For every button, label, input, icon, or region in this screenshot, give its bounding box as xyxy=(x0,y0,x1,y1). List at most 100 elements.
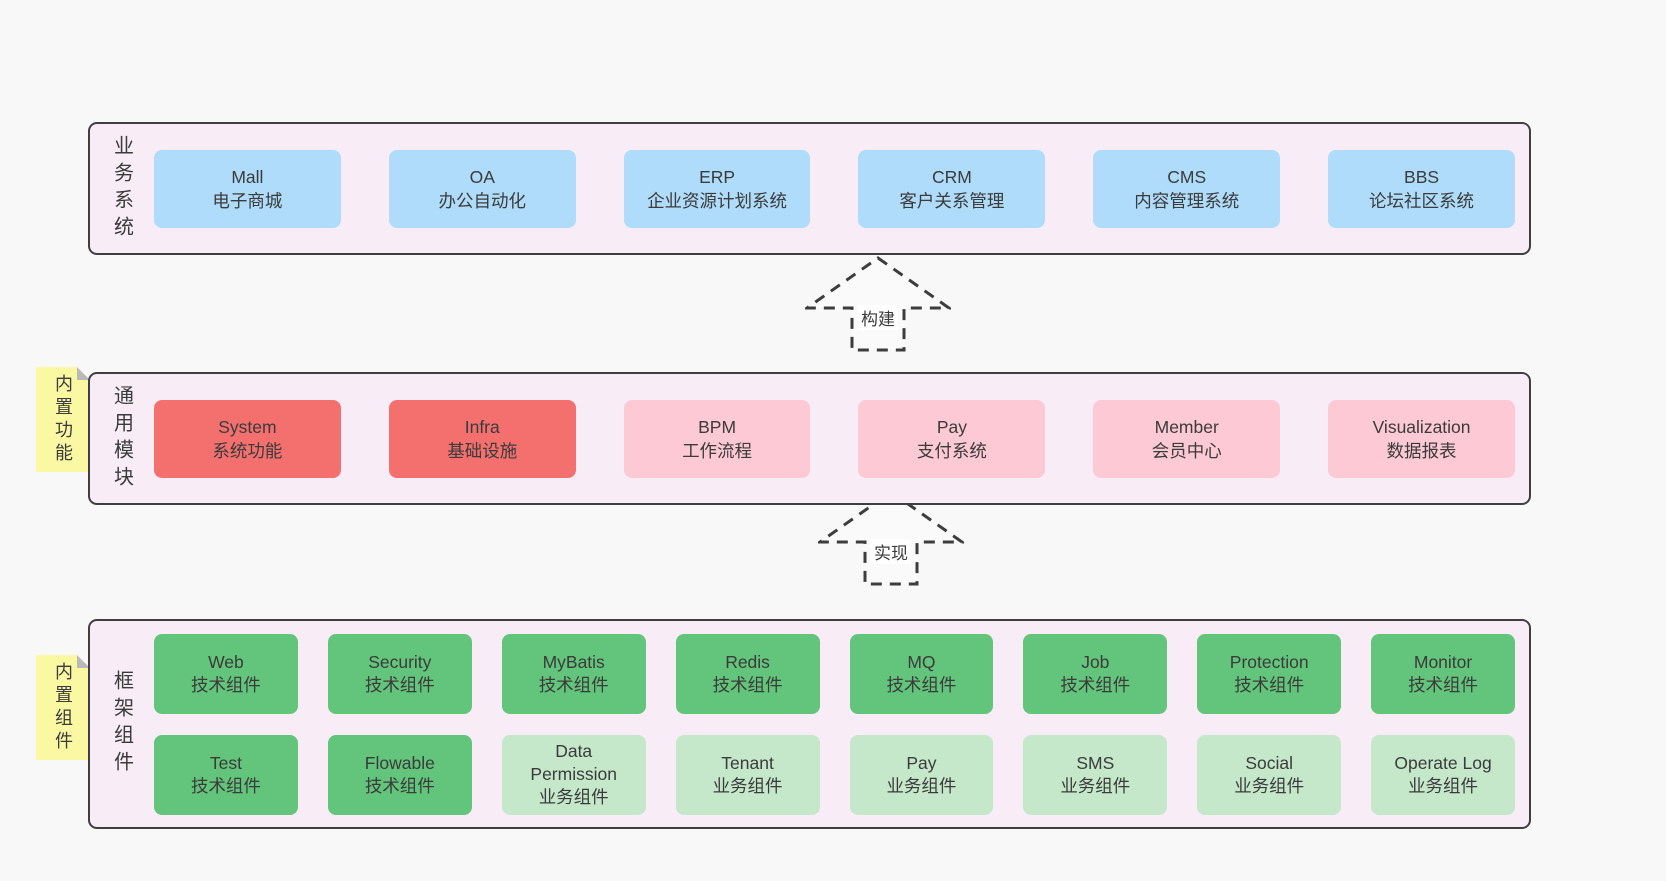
up-arrow-icon xyxy=(818,490,964,586)
box-subtitle: 技术组件 xyxy=(364,775,435,796)
box-name: Flowable xyxy=(364,752,435,773)
box-system: System 系统功能 xyxy=(154,399,341,478)
up-arrow-icon xyxy=(805,256,951,352)
box-name: Security xyxy=(368,651,432,672)
box-flowable: Flowable 技术组件 xyxy=(327,734,472,815)
tech-components-row: Web 技术组件 Security 技术组件 MyBatis 技术组件 Redi… xyxy=(154,633,1515,714)
box-subtitle: 基础设施 xyxy=(447,440,518,461)
box-subtitle: 业务组件 xyxy=(538,787,609,807)
box-subtitle: 技术组件 xyxy=(364,674,435,695)
arrow-implement: 实现 xyxy=(818,490,964,586)
sticky-note-label: 内置功能 xyxy=(53,373,73,466)
box-subtitle: 业务组件 xyxy=(1060,775,1131,796)
box-name: BBS xyxy=(1404,166,1440,187)
box-name: Pay xyxy=(906,752,937,773)
box-name: Tenant xyxy=(721,752,774,773)
box-subtitle: 数据报表 xyxy=(1386,440,1457,461)
box-security: Security 技术组件 xyxy=(327,633,472,714)
box-name: SMS xyxy=(1076,752,1115,773)
box-redis: Redis 技术组件 xyxy=(675,633,820,714)
box-name: Job xyxy=(1081,651,1110,672)
box-name: Redis xyxy=(725,651,770,672)
box-subtitle: 技术组件 xyxy=(886,674,957,695)
box-name: MyBatis xyxy=(542,651,605,672)
box-subtitle: 企业资源计划系统 xyxy=(647,190,788,211)
box-subtitle: 论坛社区系统 xyxy=(1369,190,1475,211)
box-mybatis: MyBatis 技术组件 xyxy=(501,633,646,714)
box-member: Member 会员中心 xyxy=(1093,399,1281,478)
common-modules-row: System 系统功能 Infra 基础设施 BPM 工作流程 Pay 支付系统… xyxy=(154,399,1515,478)
box-name: CRM xyxy=(931,166,972,187)
box-monitor: Monitor 技术组件 xyxy=(1371,633,1515,714)
box-name: Pay xyxy=(936,416,967,437)
box-subtitle: 工作流程 xyxy=(682,440,753,461)
box-name: Mall xyxy=(231,166,264,187)
box-subtitle: 内容管理系统 xyxy=(1134,190,1240,211)
business-systems-row: Mall 电子商城 OA 办公自动化 ERP 企业资源计划系统 CRM 客户关系… xyxy=(154,149,1515,228)
box-bpm: BPM 工作流程 xyxy=(623,399,811,478)
box-cms: CMS 内容管理系统 xyxy=(1093,149,1281,228)
box-name: Web xyxy=(208,651,244,672)
box-web: Web 技术组件 xyxy=(154,633,298,714)
box-subtitle: 技术组件 xyxy=(190,674,261,695)
box-bbs: BBS 论坛社区系统 xyxy=(1328,149,1515,228)
box-name: BPM xyxy=(698,416,737,437)
section-label-col: 业务系统 xyxy=(90,124,154,253)
box-subtitle: 技术组件 xyxy=(538,674,609,695)
section-label: 业务系统 xyxy=(110,134,133,243)
box-subtitle: 客户关系管理 xyxy=(899,190,1005,211)
section-label-col: 框架组件 xyxy=(90,621,154,827)
box-visualization: Visualization 数据报表 xyxy=(1328,399,1515,478)
box-crm: CRM 客户关系管理 xyxy=(858,149,1046,228)
section-label-col: 通用模块 xyxy=(90,374,154,503)
box-name: Social xyxy=(1245,752,1294,773)
sticky-note-builtin-features: 内置功能 xyxy=(36,367,90,472)
box-pay-module: Pay 支付系统 xyxy=(858,399,1046,478)
box-subtitle: 技术组件 xyxy=(712,674,783,695)
box-job: Job 技术组件 xyxy=(1023,633,1168,714)
sticky-note-label: 内置组件 xyxy=(53,661,73,754)
box-name: ERP xyxy=(699,166,736,187)
box-subtitle: 会员中心 xyxy=(1151,440,1222,461)
box-subtitle: 系统功能 xyxy=(212,440,283,461)
box-name: CMS xyxy=(1167,166,1207,187)
box-name: OA xyxy=(469,166,495,187)
box-name: Test xyxy=(209,752,242,773)
box-subtitle: 技术组件 xyxy=(1060,674,1131,695)
box-subtitle: 办公自动化 xyxy=(438,190,526,211)
box-name: Monitor xyxy=(1413,651,1473,672)
box-pay-component: Pay 业务组件 xyxy=(849,734,994,815)
arrow-build: 构建 xyxy=(805,256,951,352)
box-name: System xyxy=(218,416,277,437)
box-name: Member xyxy=(1154,416,1219,437)
box-mq: MQ 技术组件 xyxy=(849,633,994,714)
section-business-systems: 业务系统 Mall 电子商城 OA 办公自动化 ERP 企业资源计划系统 CRM… xyxy=(88,122,1531,255)
box-mall: Mall 电子商城 xyxy=(154,149,341,228)
box-tenant: Tenant 业务组件 xyxy=(675,734,820,815)
box-name: Operate Log xyxy=(1394,752,1492,773)
box-name: MQ xyxy=(907,651,936,672)
box-name: Data Permission xyxy=(530,741,617,784)
arrow-label: 构建 xyxy=(858,305,898,330)
box-subtitle: 电子商城 xyxy=(212,190,283,211)
box-operate-log: Operate Log 业务组件 xyxy=(1371,734,1515,815)
box-subtitle: 业务组件 xyxy=(886,775,957,796)
section-label: 框架组件 xyxy=(110,670,133,778)
box-sms: SMS 业务组件 xyxy=(1023,734,1168,815)
box-subtitle: 技术组件 xyxy=(190,775,261,796)
section-framework-components: 框架组件 Web 技术组件 Security 技术组件 MyBatis 技术组件… xyxy=(88,619,1531,829)
box-name: Protection xyxy=(1229,651,1309,672)
box-protection: Protection 技术组件 xyxy=(1197,633,1342,714)
box-infra: Infra 基础设施 xyxy=(388,399,576,478)
sticky-note-builtin-components: 内置组件 xyxy=(36,655,90,760)
section-common-modules: 通用模块 System 系统功能 Infra 基础设施 BPM 工作流程 Pay… xyxy=(88,372,1531,505)
box-name: Visualization xyxy=(1372,416,1471,437)
box-name: Infra xyxy=(464,416,500,437)
section-label: 通用模块 xyxy=(110,384,133,493)
box-subtitle: 支付系统 xyxy=(916,440,987,461)
business-components-row: Test 技术组件 Flowable 技术组件 Data Permission … xyxy=(154,734,1515,815)
box-data-permission: Data Permission 业务组件 xyxy=(501,734,646,815)
box-subtitle: 业务组件 xyxy=(712,775,783,796)
arrow-label: 实现 xyxy=(871,539,911,564)
box-erp: ERP 企业资源计划系统 xyxy=(623,149,811,228)
